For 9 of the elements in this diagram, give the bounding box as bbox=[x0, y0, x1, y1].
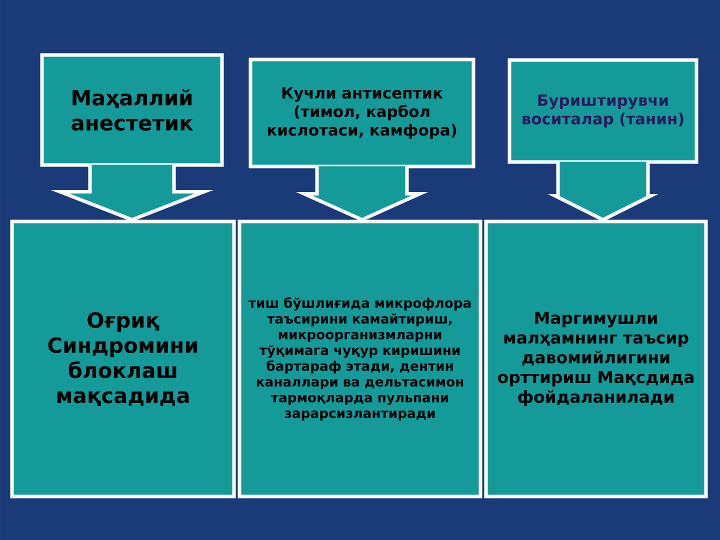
callout-box: Кучли антисептик (тимол, карбол кислотаси, камфора) bbox=[248, 58, 476, 168]
block-arrow bbox=[296, 164, 428, 222]
callout-box: Буриштирувчи воситалар (танин) bbox=[508, 58, 698, 164]
callout-box: Маҳаллий анестетик bbox=[40, 53, 224, 167]
text-box: тиш бўшлиғида микрофлора таъсирини камайтириш, микроорганизмларни тўқимага чуқур киришини бартараф этади, дентин каналлари ва дельтасимон тармоқларда пульпани зарарсизлантиради bbox=[238, 220, 482, 498]
block-arrow bbox=[50, 163, 214, 222]
text-box: Маргимушли малҳамнинг таъсир давомийлигини орттириш Мақсдида фойдаланилади bbox=[484, 220, 708, 498]
text-box: Оғриқ Синдромини блоклаш мақсадида bbox=[10, 220, 236, 498]
block-arrow bbox=[548, 160, 658, 222]
